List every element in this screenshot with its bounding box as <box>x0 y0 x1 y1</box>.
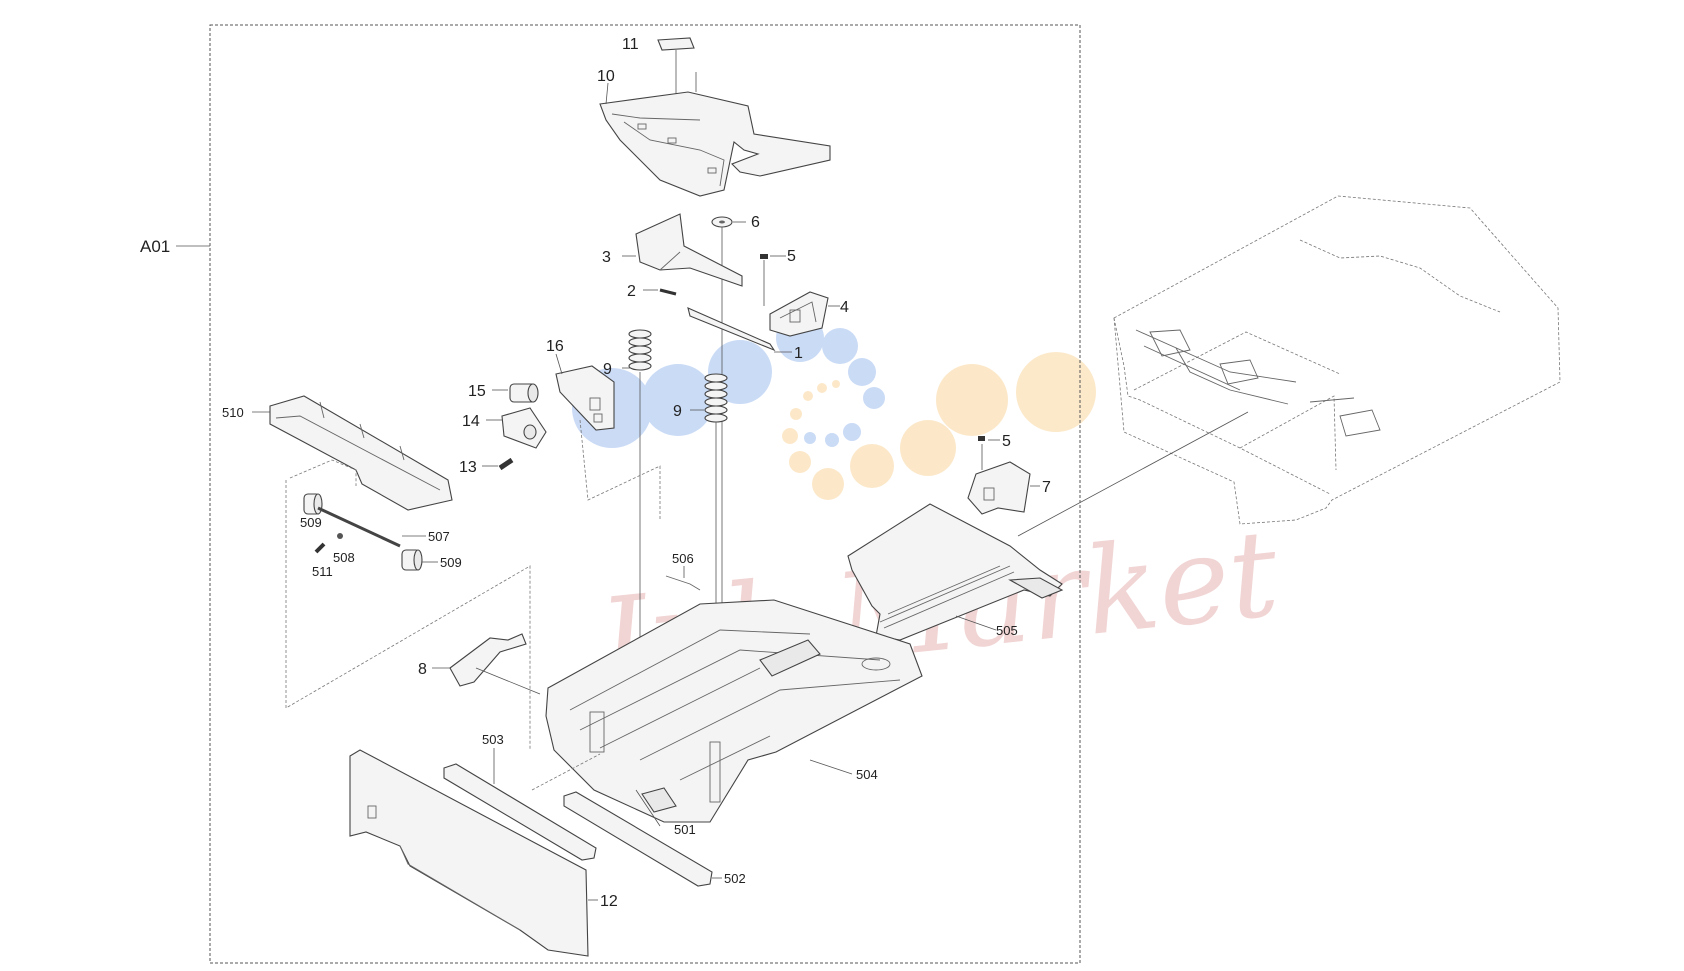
callout-510: 510 <box>222 405 244 420</box>
part-511-spring <box>314 542 326 554</box>
part-14-bracket <box>486 407 547 449</box>
part-502-pad <box>563 791 722 887</box>
part-2-pin <box>643 288 677 296</box>
callout-labels: 11 10 6 3 5 2 4 1 16 9 9 15 14 13 510 5 … <box>222 36 1051 910</box>
part-13-spring <box>482 457 514 471</box>
group-frame-lower <box>285 480 531 750</box>
callout-511: 511 <box>312 564 333 579</box>
callout-9-right: 9 <box>673 403 682 420</box>
part-3-side-guide <box>622 213 743 287</box>
assembly-label: A01 <box>140 237 170 256</box>
part-9-spring-right <box>690 373 728 762</box>
group-frame-pickup <box>579 419 661 520</box>
callout-6: 6 <box>751 214 760 231</box>
part-505-tray-extension <box>847 503 1064 641</box>
callout-12: 12 <box>600 893 618 910</box>
callout-2: 2 <box>627 283 636 300</box>
callout-5-upper: 5 <box>787 248 796 265</box>
part-506-wire <box>665 566 701 591</box>
part-15-roller <box>492 383 539 403</box>
callout-16: 16 <box>546 338 564 355</box>
assembly-boundary <box>209 24 1081 964</box>
callout-15: 15 <box>468 383 486 400</box>
callout-14: 14 <box>462 413 480 430</box>
leader-dashed-tray <box>531 753 601 791</box>
callout-507: 507 <box>428 529 450 544</box>
part-501-strip <box>635 787 677 827</box>
callout-1: 1 <box>794 345 803 362</box>
callout-508: 508 <box>333 550 355 565</box>
reference-cassette-unit <box>1017 195 1561 537</box>
group-frame-roller <box>289 459 357 486</box>
callout-506: 506 <box>672 551 694 566</box>
callout-509-right: 509 <box>440 555 462 570</box>
callout-501: 501 <box>674 822 696 837</box>
part-504-cassette-tray <box>545 599 923 823</box>
callout-9-left: 9 <box>603 361 612 378</box>
callout-4: 4 <box>840 299 849 316</box>
part-503-pad <box>443 748 597 861</box>
callout-504: 504 <box>856 767 878 782</box>
part-509-roller-left <box>303 493 323 515</box>
callout-10: 10 <box>597 68 615 85</box>
callout-503: 503 <box>482 732 504 747</box>
part-12-front-cover <box>349 749 598 957</box>
part-509-roller-right <box>401 549 438 571</box>
part-9-spring-left <box>622 329 652 770</box>
part-507-shaft <box>317 506 426 548</box>
callout-8: 8 <box>418 661 427 678</box>
part-16-holder <box>555 353 615 431</box>
callout-502: 502 <box>724 871 746 886</box>
callout-3: 3 <box>602 249 611 266</box>
callout-7: 7 <box>1042 479 1051 496</box>
part-510-guide <box>252 395 453 511</box>
callout-5-lower: 5 <box>1002 433 1011 450</box>
part-508-clip <box>337 533 343 539</box>
callout-505: 505 <box>996 623 1018 638</box>
part-4-bracket <box>769 291 840 337</box>
part-10-guide-plate <box>599 72 831 197</box>
callout-13: 13 <box>459 459 477 476</box>
part-8-arm <box>432 633 541 695</box>
part-1-rod <box>687 307 792 353</box>
part-5-spring-upper <box>760 254 786 306</box>
part-5-spring-lower <box>978 436 1000 470</box>
part-7-lever <box>967 461 1040 515</box>
callout-11: 11 <box>622 36 639 53</box>
callout-509-left: 509 <box>300 515 322 530</box>
